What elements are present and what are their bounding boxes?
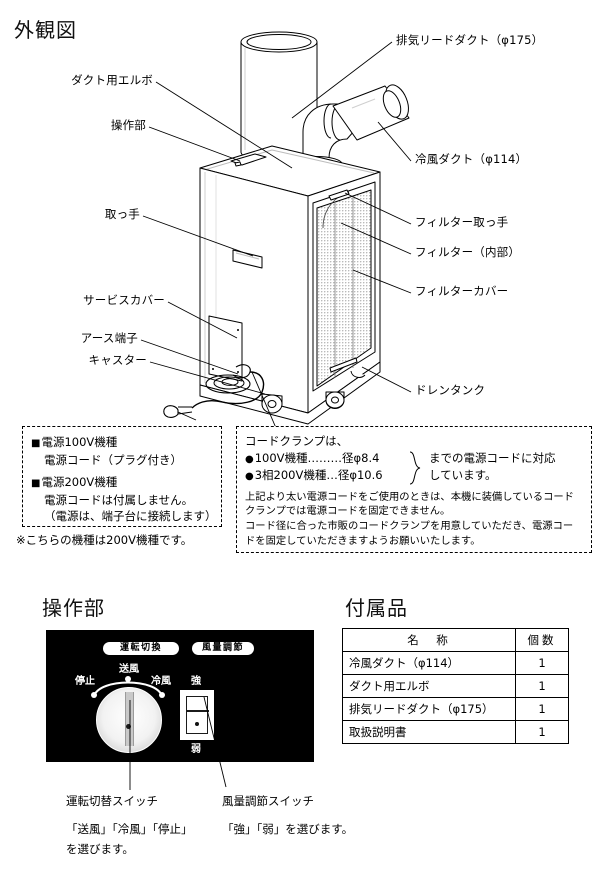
power-box-line-4: 電源コードは付属しません。: [44, 492, 194, 507]
rocker-indicator-dot: [195, 722, 199, 726]
table-header-row: 名 称 個数: [342, 628, 569, 652]
callout-filter-internal: フィルター（内部）: [415, 245, 521, 259]
fan-switch-title-pill: 風量調節: [192, 642, 254, 655]
fan-speed-rocker-frame: [180, 690, 214, 740]
clamp-body-2: クランプでは電源コードを固定できません。: [245, 505, 451, 518]
fan-label-low: 弱: [191, 744, 201, 755]
row-name-3: 取扱説明書: [342, 720, 516, 744]
power-box-line-3: 電源200V機種: [31, 474, 213, 492]
clamp-brace-text-2: しています。: [429, 467, 497, 482]
page-title-exterior: 外観図: [14, 18, 77, 42]
knob-center-dot: [126, 724, 131, 729]
table-header-qty: 個数: [515, 628, 569, 652]
brace-icon: [409, 451, 421, 485]
caption-title-fan-switch: 風量調節スイッチ: [222, 794, 314, 808]
round-bullet-icon-2: [245, 468, 255, 482]
power-supply-infobox: 電源100V機種 電源コード（プラグ付き） 電源200V機種 電源コードは付属し…: [22, 426, 222, 527]
callout-handle: 取っ手: [104, 207, 140, 221]
power-box-line-2: 電源コード（プラグ付き）: [44, 452, 182, 467]
mode-switch-title-pill: 運転切換: [103, 642, 179, 655]
row-qty-1: 1: [515, 674, 569, 698]
clamp-body-4: ドを固定していただきますようお願いいたします。: [245, 534, 481, 547]
clamp-body-3: コード径に合った市販のコードクランプを用意していただき、電源コー: [245, 519, 574, 532]
clamp-row-1: 100V機種………径φ8.4: [245, 450, 379, 468]
callout-duct-elbow: ダクト用エルボ: [71, 73, 153, 87]
square-bullet-icon: [31, 435, 41, 449]
table-row: 取扱説明書 1: [342, 720, 569, 744]
callout-ground-terminal: アース端子: [80, 331, 138, 345]
callout-control-section: 操作部: [110, 118, 146, 132]
callout-exhaust-lead-duct: 排気リードダクト（φ175）: [396, 33, 544, 47]
clamp-row-2: 3相200V機種…径φ10.6: [245, 467, 383, 485]
mode-tick-stop: [91, 692, 97, 698]
mode-tick-blow: [125, 676, 131, 682]
clamp-body-1: 上記より太い電源コードをご使用のときは、本機に装備しているコード: [245, 490, 574, 503]
callout-caster: キャスター: [88, 353, 147, 367]
knob-pointer: [125, 692, 134, 746]
fan-label-high: 強: [191, 676, 201, 687]
clamp-heading: コードクランプは、: [245, 434, 349, 448]
row-qty-0: 1: [515, 651, 569, 675]
power-box-line-5: （電源は、端子台に接続します）: [44, 509, 217, 524]
callout-filter-cover: フィルターカバー: [415, 284, 509, 298]
table-row: ダクト用エルボ 1: [342, 674, 569, 698]
page-title-accessories: 付属品: [345, 596, 408, 620]
round-bullet-icon: [245, 451, 255, 465]
accessories-table-body: 冷風ダクト（φ114） 1 ダクト用エルボ 1 排気リードダクト（φ175） 1…: [342, 651, 569, 744]
mode-label-cool: 冷風: [151, 676, 171, 687]
row-qty-2: 1: [515, 697, 569, 721]
row-qty-3: 1: [515, 720, 569, 744]
row-name-0: 冷風ダクト（φ114）: [342, 651, 516, 675]
mode-selector-knob[interactable]: [96, 687, 162, 753]
callout-cool-air-duct: 冷風ダクト（φ114）: [415, 152, 528, 166]
caption-title-mode-switch: 運転切替スイッチ: [66, 794, 158, 808]
cord-clamp-infobox: コードクランプは、 100V機種………径φ8.4 3相200V機種…径φ10.6…: [236, 426, 592, 553]
power-box-line-1: 電源100V機種: [31, 434, 213, 452]
accessories-table: 名 称 個数 冷風ダクト（φ114） 1 ダクト用エルボ 1 排気リードダクト（…: [342, 628, 569, 744]
callout-service-cover: サービスカバー: [83, 293, 165, 307]
table-row: 排気リードダクト（φ175） 1: [342, 697, 569, 721]
caption-body-mode-switch-line2: を選びます。: [66, 842, 134, 856]
callout-drain-tank: ドレンタンク: [415, 383, 486, 397]
clamp-brace-text-1: までの電源コードに対応: [429, 450, 556, 465]
caption-body-fan-switch-line1: 「強」「弱」を選びます。: [222, 822, 354, 836]
mode-arc: [93, 681, 163, 697]
fan-speed-rocker-switch[interactable]: [186, 696, 209, 734]
table-row: 冷風ダクト（φ114） 1: [342, 651, 569, 675]
page-title-control-panel: 操作部: [42, 596, 105, 620]
mode-label-blow: 送風: [119, 664, 139, 675]
mode-tick-cool: [159, 692, 165, 698]
power-model-note: ※こちらの機種は200V機種です。: [16, 533, 193, 547]
table-header-name: 名 称: [342, 628, 516, 652]
square-bullet-icon-2: [31, 475, 41, 489]
callout-filter-handle: フィルター取っ手: [415, 215, 509, 229]
caption-body-mode-switch-line1: 「送風」「冷風」「停止」: [66, 822, 193, 836]
row-name-1: ダクト用エルボ: [342, 674, 516, 698]
control-panel: 運転切換 風量調節 送風 停止 冷風 強 弱: [46, 630, 314, 762]
rocker-divider: [187, 710, 209, 712]
row-name-2: 排気リードダクト（φ175）: [342, 697, 516, 721]
mode-label-stop: 停止: [75, 676, 95, 687]
